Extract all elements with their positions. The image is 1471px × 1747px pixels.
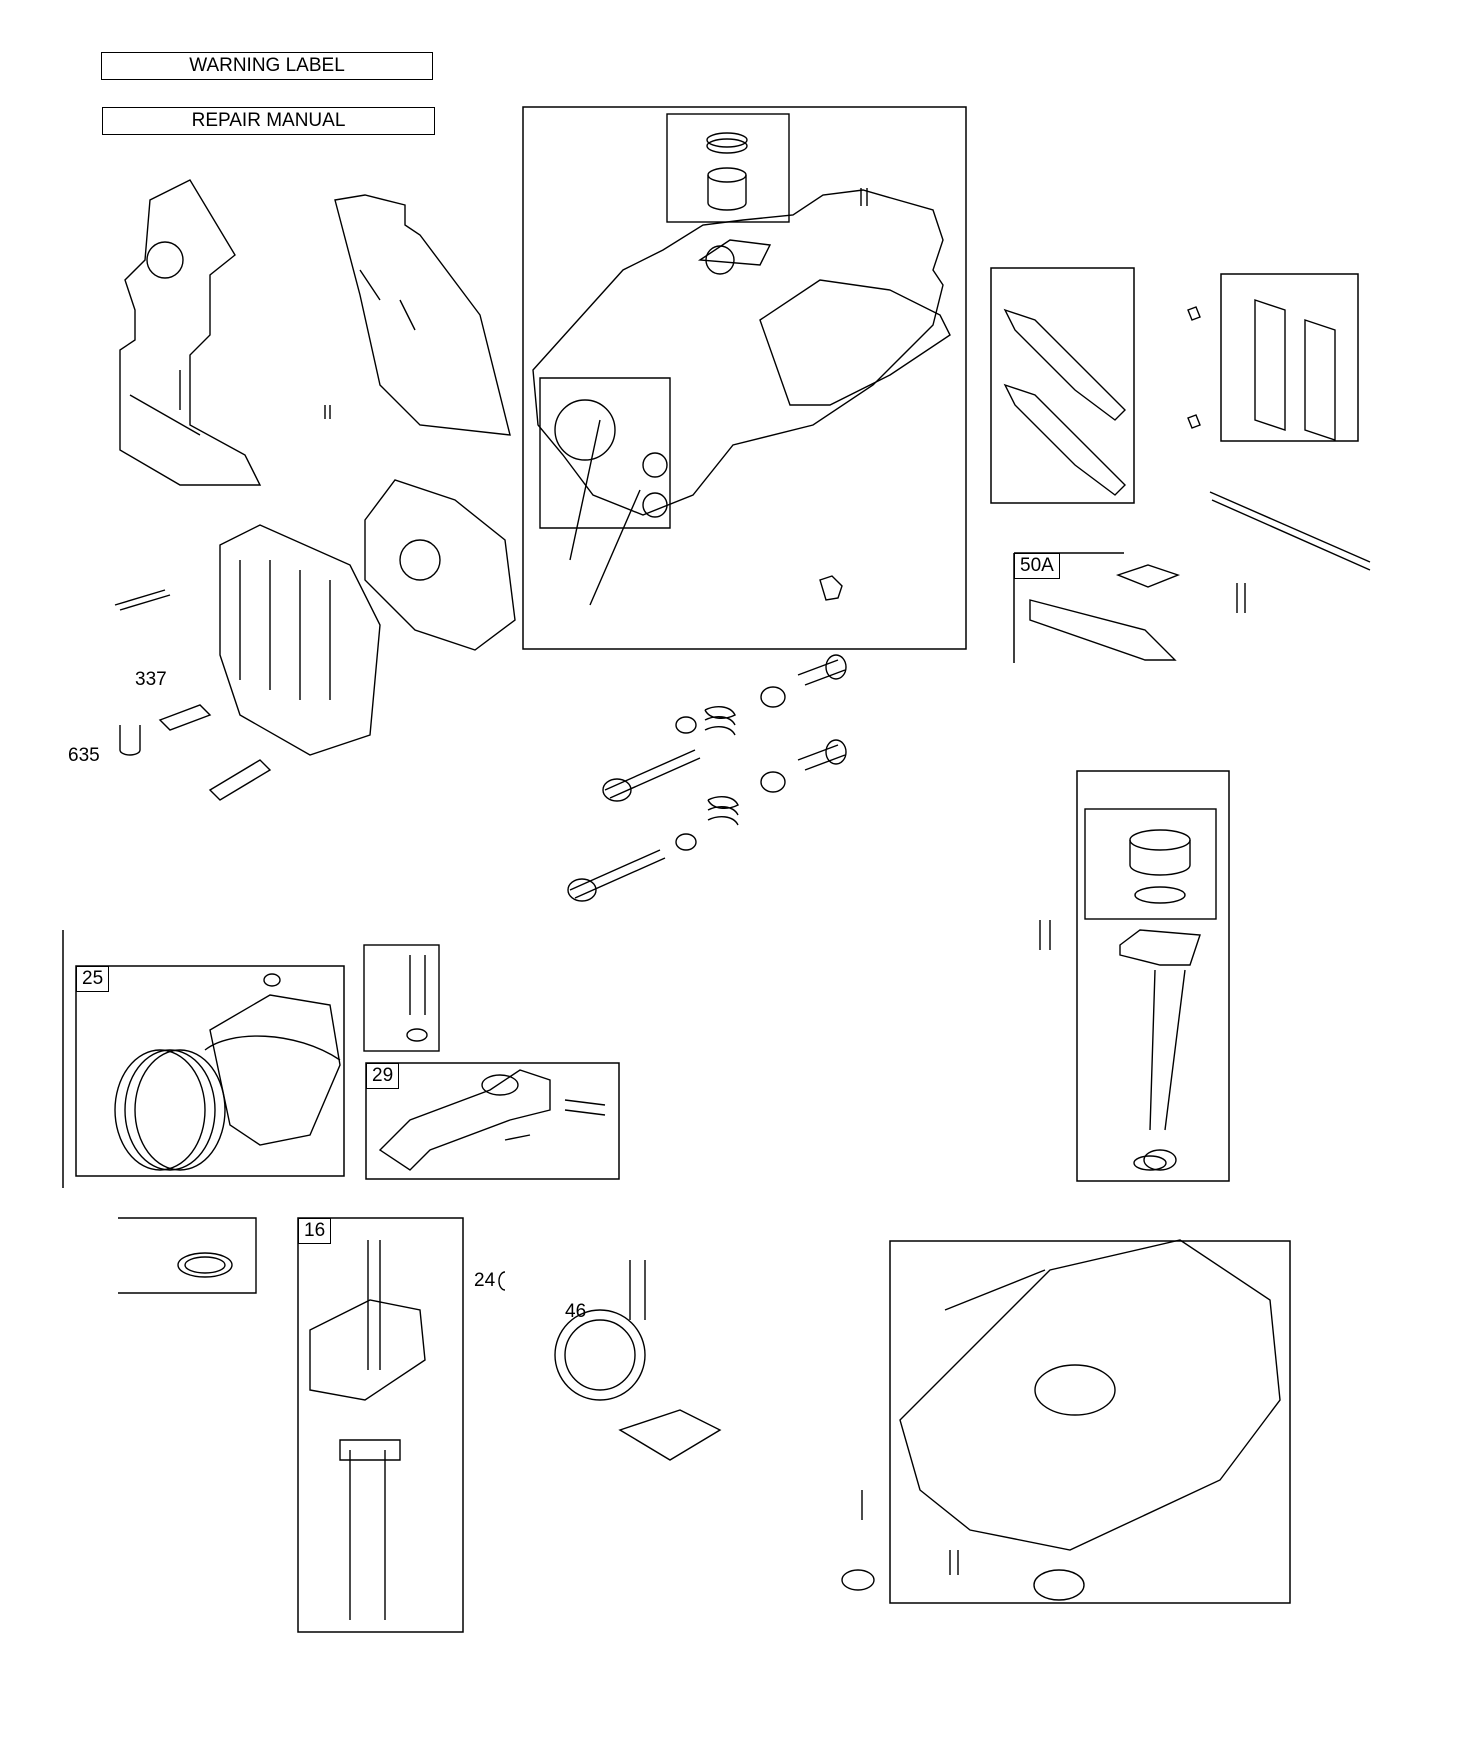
callout-50a: 50A (1014, 553, 1060, 579)
seal-group (118, 1217, 257, 1294)
callout-24: 24 (474, 1270, 496, 1291)
oil-fill-group (1039, 770, 1230, 1182)
cylinder-block-group (522, 106, 967, 650)
callout-16: 16 (298, 1218, 332, 1244)
piston-pin-group (363, 944, 440, 1052)
repair-manual-box: REPAIR MANUAL (102, 107, 435, 135)
connecting-rod-group (365, 1062, 620, 1180)
piston-rings-group (62, 930, 345, 1188)
callout-337: 337 (135, 669, 167, 690)
callout-25: 25 (76, 966, 110, 992)
callout-635: 635 (68, 745, 100, 766)
camshaft-group (498, 1260, 722, 1461)
crankshaft-group (297, 1217, 464, 1633)
callout-46: 46 (565, 1301, 587, 1322)
breather-gasket-group (990, 267, 1371, 571)
oil-cap-subbox (1084, 808, 1217, 920)
warning-label-box: WARNING LABEL (101, 52, 433, 80)
cylinder-head-assembly (114, 479, 516, 801)
blower-housing-shields (119, 179, 511, 486)
sump-group (841, 1239, 1291, 1604)
valves-and-springs (567, 654, 847, 902)
callout-29: 29 (366, 1063, 400, 1089)
